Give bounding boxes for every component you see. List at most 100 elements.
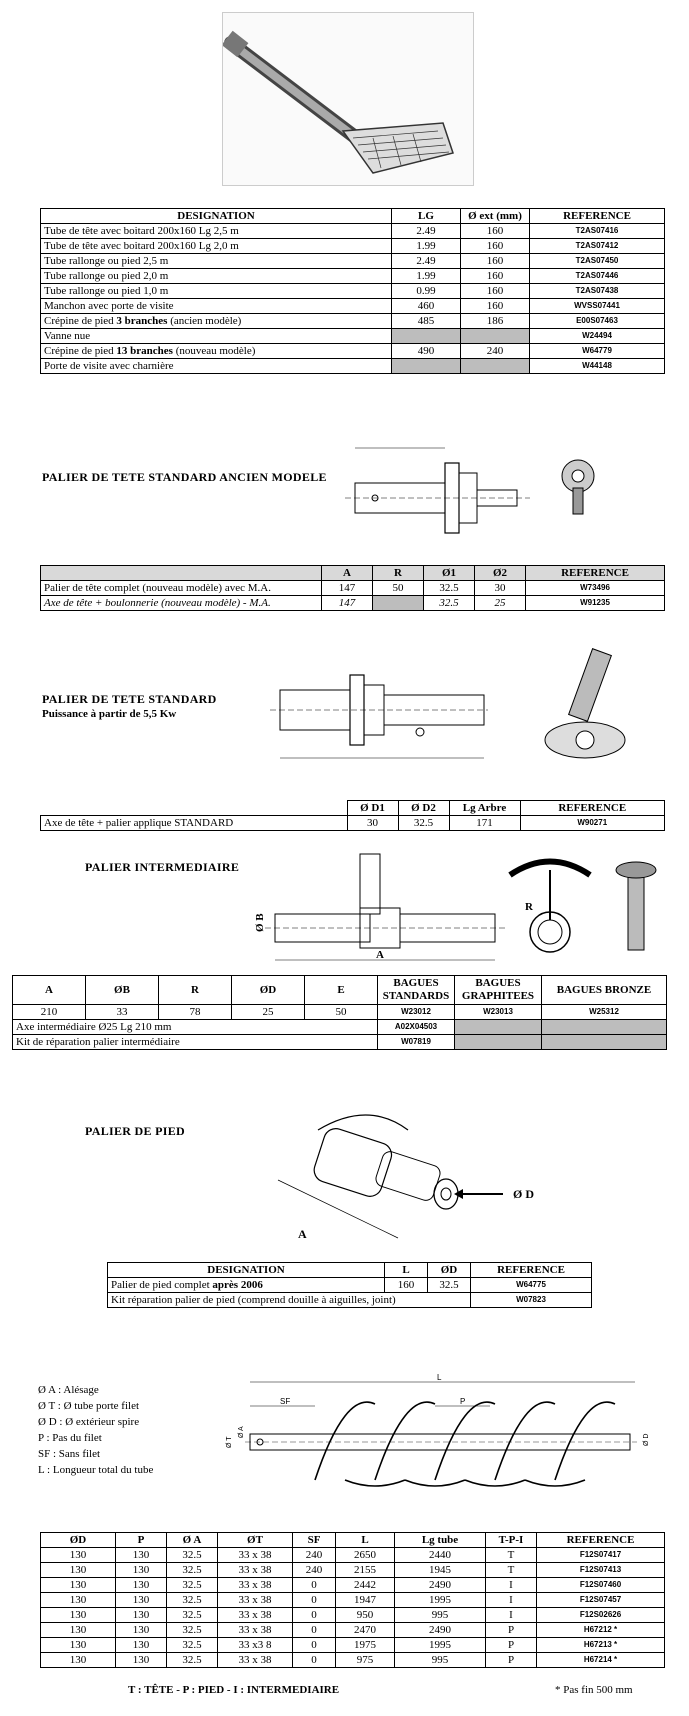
section-title-palier-intermediaire: PALIER INTERMEDIAIRE [85,860,240,874]
table-cell: 130 [115,1637,167,1653]
col-reference: REFERENCE [529,208,665,224]
palier-tete-ancien-drawing [345,447,530,534]
palier-intermediaire-sketch: R [508,858,592,953]
table-cell: T [485,1562,537,1578]
palier-intermediaire-drawing: A Ø B [255,853,505,961]
spire-footer-legend: T : TÊTE - P : PIED - I : INTERMEDIAIRE [128,1684,340,1696]
table-cell: F12S07417 [536,1547,665,1563]
spire-drawing: L SF P Ø T Ø A Ø D [226,1373,650,1487]
table-cell: 1947 [335,1592,395,1608]
diagram-label-d: Ø D [513,1187,534,1201]
section-title-palier-tete-ancien: PALIER DE TETE STANDARD ANCIEN MODELE [42,470,327,484]
table-row: Axe intermédiaire Ø25 Lg 210 mm A02X0450… [12,1019,667,1035]
table-cell: 0 [292,1622,336,1638]
table-cell: 2490 [394,1622,486,1638]
section-title-palier-pied: PALIER DE PIED [85,1124,185,1138]
table-cell: 130 [40,1607,116,1623]
table-cell: 33 x 38 [217,1562,293,1578]
diagram-label-b: Ø B [255,913,266,932]
palier-tete-ancien-table: A R Ø1 Ø2 REFERENCE Palier de tête compl… [40,565,665,611]
diagram-label-a: A [298,1227,307,1240]
table-cell: 1995 [394,1637,486,1653]
table-cell: 130 [40,1622,116,1638]
table-cell: 130 [40,1562,116,1578]
palier-pied-table: DESIGNATION L ØD REFERENCE Palier de pie… [107,1262,592,1308]
table-cell: 32.5 [166,1577,218,1593]
table-cell: 33 x 38 [217,1577,293,1593]
table-cell: 33 x 38 [217,1592,293,1608]
diagram-label-a: A [376,949,384,961]
table-row: Palier de pied complet après 2006 160 32… [107,1277,592,1293]
diagram-label-t: Ø T [226,1436,233,1448]
table-cell: 0 [292,1637,336,1653]
table-cell: 130 [115,1652,167,1668]
table-cell: 130 [40,1547,116,1563]
palier-tete-standard-photo [544,648,626,759]
palier-tete-standard-drawing [270,674,488,759]
table-row: Kit réparation palier de pied (comprend … [107,1292,592,1308]
table-cell: 0 [292,1607,336,1623]
table-cell: 130 [40,1577,116,1593]
table-cell: 32.5 [166,1622,218,1638]
table-cell: 130 [115,1547,167,1563]
table-cell: 1945 [394,1562,486,1578]
section-title-palier-tete-standard: PALIER DE TETE STANDARD [42,692,217,706]
section-subtitle-puissance: Puissance à partir de 5,5 Kw [42,708,177,720]
table-cell: 950 [335,1607,395,1623]
table-cell: 975 [335,1652,395,1668]
spire-table: ØD P Ø A ØT SF L Lg tube T-P-I REFERENCE… [40,1532,665,1668]
table-cell: 130 [40,1652,116,1668]
table-cell: 33 x3 8 [217,1637,293,1653]
col-lg: LG [391,208,461,224]
table-cell: 32.5 [166,1607,218,1623]
table-cell: H67212 * [536,1622,665,1638]
table-row: Axe de tête + palier applique STANDARD 3… [40,815,665,831]
table-row: Crépine de pied 3 branches (ancien modèl… [40,313,665,329]
table-cell: 130 [115,1607,167,1623]
table-cell: 32.5 [166,1592,218,1608]
table-row: Palier de tête complet (nouveau modèle) … [40,580,665,596]
table-cell: P [485,1652,537,1668]
table-cell: T [485,1547,537,1563]
table-cell: H67214 * [536,1652,665,1668]
table-cell: 0 [292,1592,336,1608]
palier-pied-drawing: Ø D A [277,1114,534,1240]
col-designation: DESIGNATION [40,208,392,224]
table-cell: 32.5 [166,1652,218,1668]
table-cell: F12S07413 [536,1562,665,1578]
table-cell: 2490 [394,1577,486,1593]
table-row: Axe de tête + boulonnerie (nouveau modèl… [40,595,665,611]
palier-tete-ancien-photo [561,459,595,515]
table-cell: 1975 [335,1637,395,1653]
table-cell: 1995 [394,1592,486,1608]
table-cell: I [485,1607,537,1623]
table-cell: 0 [292,1577,336,1593]
table-row: Tube de tête avec boitard 200x160 Lg 2,5… [40,223,665,239]
table-row: Tube de tête avec boitard 200x160 Lg 2,0… [40,238,665,254]
diagram-label-l: L [437,1373,442,1382]
table-cell: 130 [115,1562,167,1578]
table-cell: 130 [115,1592,167,1608]
table-cell: F12S07460 [536,1577,665,1593]
table-cell: 130 [115,1577,167,1593]
table-cell: 32.5 [166,1562,218,1578]
diagram-label-r: R [525,901,534,913]
table-cell: 995 [394,1607,486,1623]
table-cell: 32.5 [166,1547,218,1563]
table-cell: I [485,1577,537,1593]
table-cell: 0 [292,1652,336,1668]
table-cell: F12S07457 [536,1592,665,1608]
table-cell: H67213 * [536,1637,665,1653]
table-cell: 240 [292,1562,336,1578]
spire-footnote: * Pas fin 500 mm [555,1684,633,1696]
